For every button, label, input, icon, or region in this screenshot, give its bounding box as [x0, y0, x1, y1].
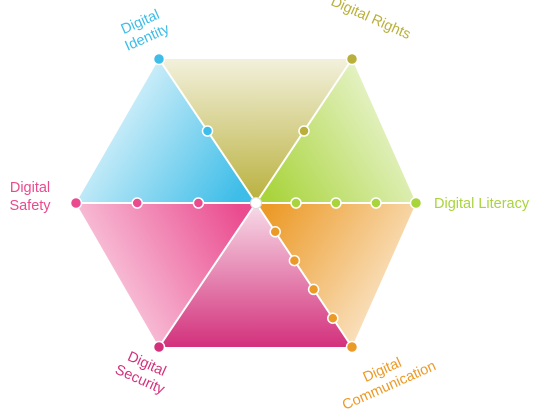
spoke-dot-digital-communication	[288, 254, 301, 267]
spoke-dot-digital-safety	[192, 197, 205, 209]
spoke-line	[158, 202, 257, 348]
spoke-dot-digital-rights	[298, 125, 310, 137]
wedge-digital-safety	[76, 203, 256, 347]
wedge-digital-communication	[256, 203, 416, 347]
spoke-dot-digital-literacy	[290, 197, 302, 209]
wedge-digital-identity	[76, 59, 256, 203]
label-line: Safety	[9, 198, 51, 214]
label-digital-identity: DigitalIdentity	[116, 5, 173, 54]
center-dot	[250, 197, 262, 209]
label-line: Digital Rights	[328, 0, 413, 43]
label-digital-rights: Digital Rights	[328, 0, 413, 43]
spoke-dot-digital-communication	[307, 283, 320, 296]
endpoint-dot-digital-communication	[345, 340, 359, 354]
spoke-dot-digital-literacy	[330, 197, 342, 209]
spoke-dot-digital-identity	[201, 125, 214, 137]
label-line: Digital Literacy	[434, 196, 530, 212]
wedge-digital-security	[159, 203, 352, 347]
wedge-digital-literacy	[256, 59, 416, 203]
spoke-dot-digital-communication	[327, 312, 339, 324]
wedge-digital-rights	[159, 59, 352, 203]
label-digital-security: DigitalSecurity	[113, 346, 175, 398]
endpoint-dot-digital-safety	[69, 196, 83, 210]
spoke-dot-digital-safety	[131, 197, 143, 209]
label-line: Digital	[10, 180, 50, 196]
endpoint-dot-digital-security	[152, 340, 166, 354]
spoke-line	[255, 202, 353, 348]
spoke-dot-digital-communication	[269, 226, 281, 238]
endpoint-dot-digital-literacy	[409, 196, 423, 210]
label-digital-literacy: Digital Literacy	[434, 196, 530, 212]
endpoint-dot-digital-identity	[152, 52, 166, 66]
spoke-dot-digital-literacy	[370, 197, 382, 209]
endpoint-dot-digital-rights	[345, 52, 359, 66]
label-digital-communication: DigitalCommunication	[333, 343, 438, 414]
